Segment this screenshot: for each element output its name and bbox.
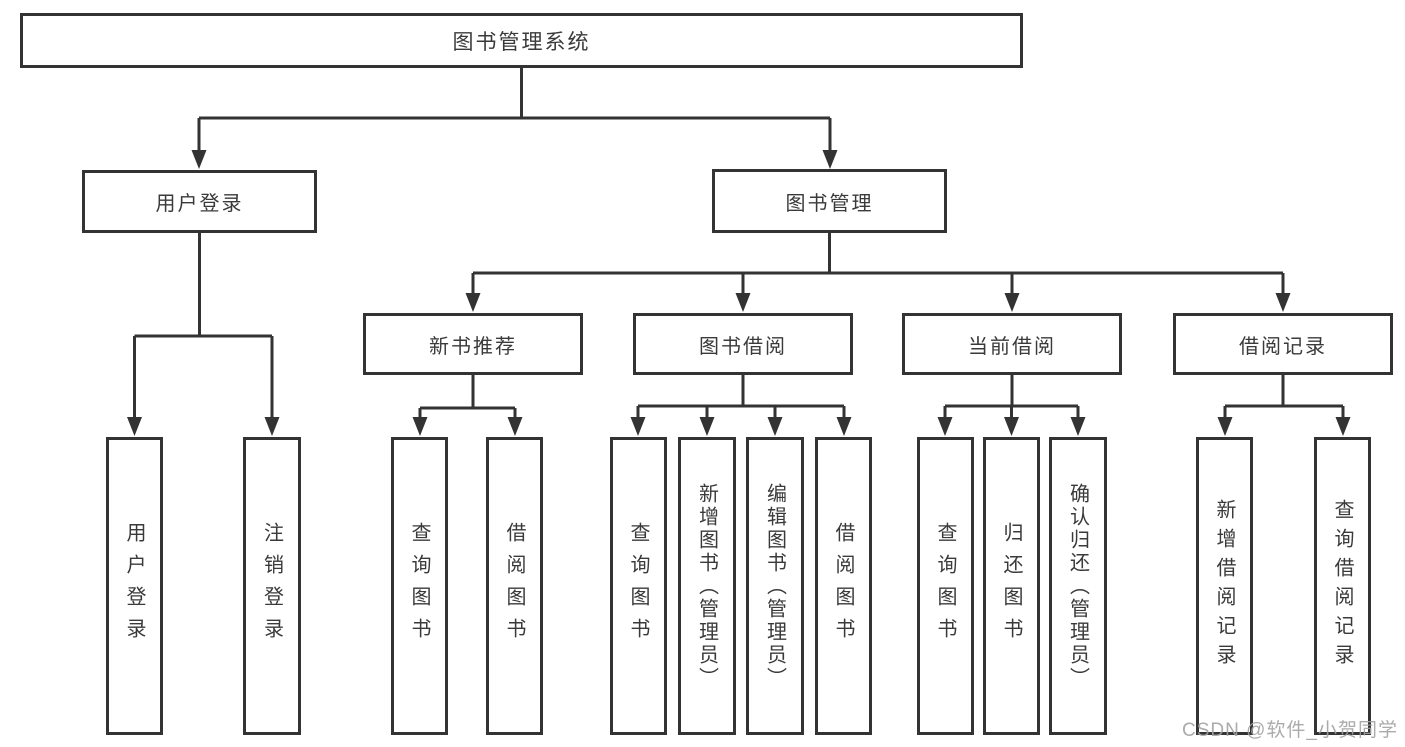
leaf-query-books-borrowing: 查询图书 [610,437,667,735]
arrowhead-icon [836,417,852,436]
leaf-query-books-recommend: 查询图书 [391,437,448,735]
arrowhead-icon [412,417,428,436]
arrowhead-icon [630,417,646,436]
node-label: 归还图书 [1000,522,1022,650]
leaf-user-login: 用户登录 [106,437,163,735]
leaf-confirm-return-admin: 确认归还（管理员） [1049,437,1107,735]
node-label: 用户登录 [123,522,145,650]
node-book-management: 图书管理 [712,169,947,233]
node-borrowing-records: 借阅记录 [1173,313,1393,375]
node-label: 查询借阅记录 [1331,499,1353,673]
leaf-add-borrow-record: 新增借阅记录 [1196,437,1253,735]
arrowhead-icon [1275,293,1291,312]
arrowhead-icon [127,417,142,436]
leaf-add-book-admin: 新增图书（管理员） [678,437,736,735]
node-label: 图书管理 [785,192,874,215]
node-label: 查询图书 [627,522,649,650]
node-label: 用户登录 [155,193,244,215]
node-label: 借阅图书 [832,522,854,650]
node-label: 查询图书 [408,522,430,650]
leaf-query-books-current: 查询图书 [917,437,974,735]
node-label: 借阅记录 [1239,335,1327,358]
node-label: 编辑图书（管理员） [763,482,786,690]
arrowhead-icon [822,150,838,169]
arrowhead-icon [1217,417,1233,436]
arrowhead-icon [1004,293,1020,312]
node-new-book-recommendation: 新书推荐 [363,313,583,375]
arrowhead-icon [735,293,751,312]
arrowhead-icon [937,417,953,436]
node-label: 图书借阅 [699,335,787,358]
node-label: 查询图书 [934,522,956,650]
node-label: 新增图书（管理员） [695,482,718,690]
node-label: 新书推荐 [429,335,517,358]
leaf-logout: 注销登录 [243,437,301,735]
node-library-management-system: 图书管理系统 [20,13,1023,68]
node-book-borrowing: 图书借阅 [633,313,853,375]
arrowhead-icon [264,417,280,436]
node-label: 当前借阅 [968,335,1056,358]
node-current-borrowing: 当前借阅 [902,313,1122,375]
leaf-borrow-books-borrowing: 借阅图书 [815,437,872,735]
node-user-login-branch: 用户登录 [82,170,317,233]
arrowhead-icon [1070,417,1086,436]
node-label: 新增借阅记录 [1213,499,1235,673]
arrowhead-icon [699,417,715,436]
node-label: 图书管理系统 [452,30,591,54]
arrowhead-icon [1335,417,1351,436]
arrowhead-icon [1004,417,1019,436]
node-label: 注销登录 [260,522,283,650]
leaf-return-books: 归还图书 [983,437,1040,735]
node-label: 确认归还（管理员） [1066,482,1089,690]
leaf-borrow-books-recommend: 借阅图书 [486,437,543,735]
arrowhead-icon [767,417,783,436]
leaf-edit-book-admin: 编辑图书（管理员） [746,437,804,735]
arrowhead-icon [465,293,481,312]
leaf-query-borrow-record: 查询借阅记录 [1314,437,1371,735]
arrowhead-icon [507,417,523,436]
watermark-text: CSDN @软件_小贺同学 [1182,720,1398,741]
arrowhead-icon [191,150,207,169]
node-label: 借阅图书 [503,522,525,650]
